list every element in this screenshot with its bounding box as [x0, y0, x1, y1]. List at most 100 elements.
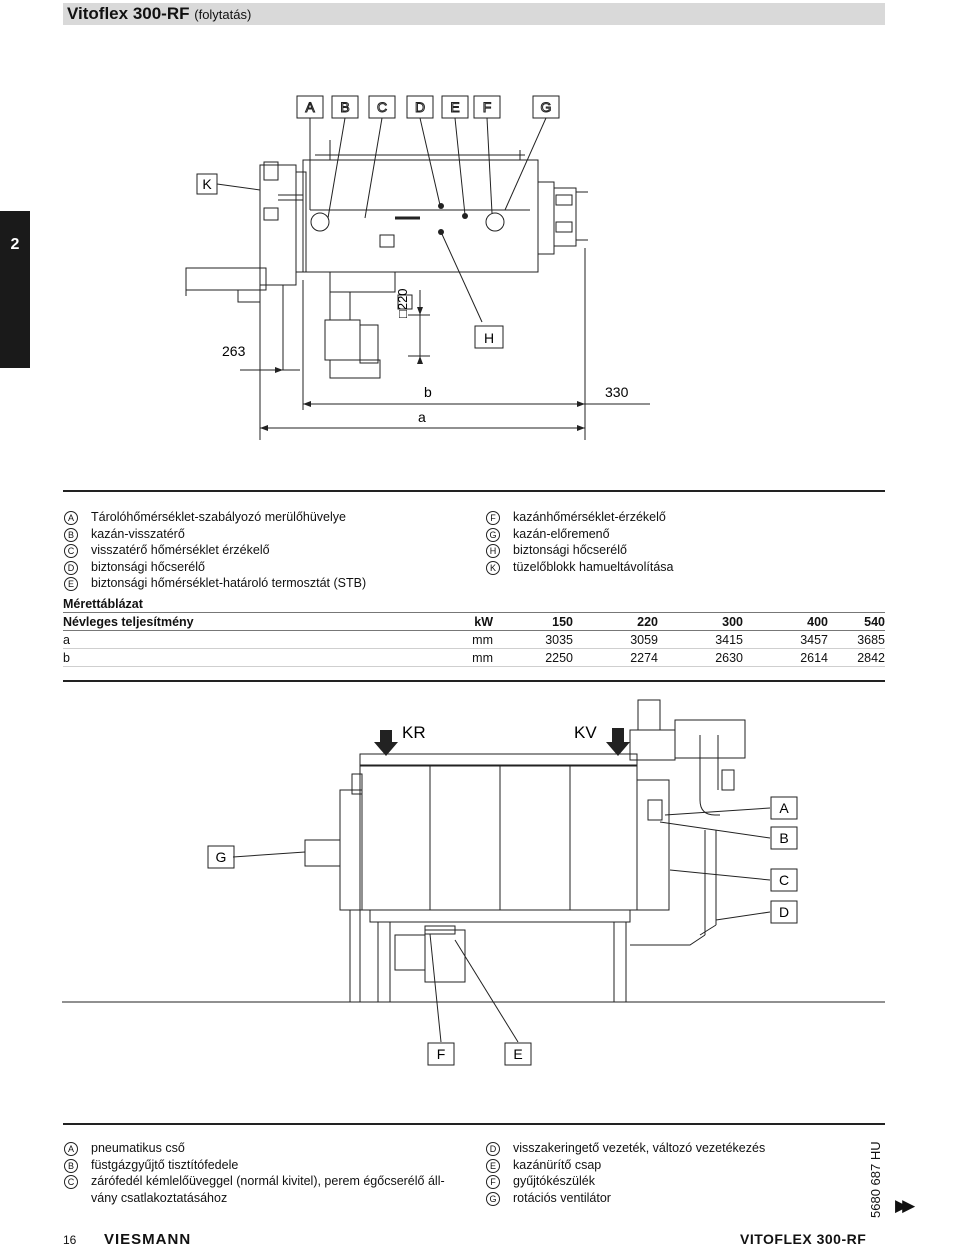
legend-letter-circle: G [486, 527, 500, 542]
row-value: 300 [658, 612, 743, 631]
label-top-d: D [415, 99, 425, 115]
product-name: VITOFLEX 300-RF [740, 1231, 867, 1247]
dim-a: a [418, 409, 426, 425]
legend-text: vány csatlakoztatásához [91, 1190, 228, 1205]
label-top-c: C [377, 99, 387, 115]
row-value: 2842 [828, 648, 885, 667]
legend-letter-circle: F [486, 1175, 500, 1189]
label-bottom-f: F [437, 1046, 446, 1062]
row-value: 400 [743, 612, 828, 631]
legend-text: visszakeringető vezeték, változó vezeték… [513, 1141, 766, 1155]
label-top-e: E [450, 99, 459, 115]
legend-text: biztonsági hőcserélő [91, 559, 205, 574]
legend-letter-circle: C [64, 1175, 78, 1189]
legend-text: füstgázgyűjtő tisztítófedele [91, 1157, 239, 1172]
label-bottom-e-box [504, 1042, 532, 1066]
row-value: 2250 [493, 648, 573, 667]
label-top-f: F [483, 99, 492, 115]
row-label: Névleges teljesítmény [63, 612, 408, 631]
next-page-icon: ▶▶ [895, 1196, 915, 1215]
row-value: 150 [493, 612, 573, 631]
legend-letter-circle: F [486, 511, 500, 525]
label-right-a-box [770, 796, 798, 820]
label-bottom-e: E [513, 1046, 522, 1062]
row-value: 2630 [658, 648, 743, 667]
label-g: G [216, 849, 227, 865]
legend-text: gyűjtókészülék [513, 1174, 595, 1188]
legend-text: kazánürítő csap [513, 1157, 602, 1172]
legend-text: visszatérő hőmérséklet érzékelő [91, 543, 270, 557]
rule-2 [63, 680, 885, 682]
label-top-a: A [305, 99, 315, 115]
row-value: 3685 [828, 630, 885, 649]
label-right-b: B [779, 830, 788, 846]
legend-letter-circle: D [486, 1142, 500, 1156]
legend-letter-circle: B [64, 527, 78, 542]
label-g-box [207, 845, 235, 869]
dim-263: 263 [222, 343, 246, 359]
legend-2-item: vány csatlakoztatásához [63, 1190, 445, 1207]
label-top-b: B [340, 99, 349, 115]
drawing-top-view: A B C D E F G [185, 95, 650, 440]
legend-letter-circle: K [486, 560, 500, 575]
label-kv: KV [574, 723, 597, 742]
legend-text: pneumatikus cső [91, 1141, 185, 1155]
row-value: 3415 [658, 630, 743, 649]
legend-text: rotációs ventilátor [513, 1190, 611, 1205]
legend-text: zárófedél kémlelőüveggel (normál kivitel… [91, 1174, 445, 1188]
label-k: K [202, 176, 212, 192]
label-right-c-box [770, 868, 798, 892]
row-label: a [63, 630, 408, 649]
row-unit: mm [408, 648, 493, 667]
document-code: 5680 687 HU [868, 1141, 883, 1218]
legend-letter-circle: E [486, 1158, 500, 1173]
row-label: b [63, 648, 408, 667]
page-number: 16 [63, 1233, 77, 1247]
label-right-d: D [779, 904, 789, 920]
legend-text: biztonsági hőmérséklet-határoló termoszt… [91, 576, 367, 590]
label-right-c: C [779, 872, 789, 888]
row-value: 3059 [573, 630, 658, 649]
legend-text: tüzelőblokk hamueltávolítása [513, 559, 674, 574]
row-value: 220 [573, 612, 658, 631]
row-value: 2614 [743, 648, 828, 667]
legend-letter-circle: D [64, 560, 78, 575]
label-right-b-box [770, 826, 798, 850]
row-unit: kW [408, 612, 493, 631]
legend-text: Tárolóhőmérséklet-szabályozó merülőhüvel… [91, 510, 346, 524]
label-right-d-box [770, 900, 798, 924]
legend-text: kazán-visszatérő [91, 526, 185, 541]
legend-letter-circle: E [64, 577, 78, 591]
label-h: H [484, 330, 494, 346]
page-title: Vitoflex 300-RF (folytatás) [67, 4, 252, 23]
label-bottom-f-box [427, 1042, 455, 1066]
legend-letter-circle: G [486, 1191, 500, 1206]
chapter-tab: 2 [0, 211, 30, 368]
label-right-a: A [779, 800, 789, 816]
legend-text: biztonsági hőcserélő [513, 543, 627, 557]
label-top-g: G [541, 99, 552, 115]
legend-letter-circle: B [64, 1158, 78, 1173]
legend-letter-circle: A [64, 1142, 78, 1156]
page-header: Vitoflex 300-RF (folytatás) [63, 3, 885, 25]
